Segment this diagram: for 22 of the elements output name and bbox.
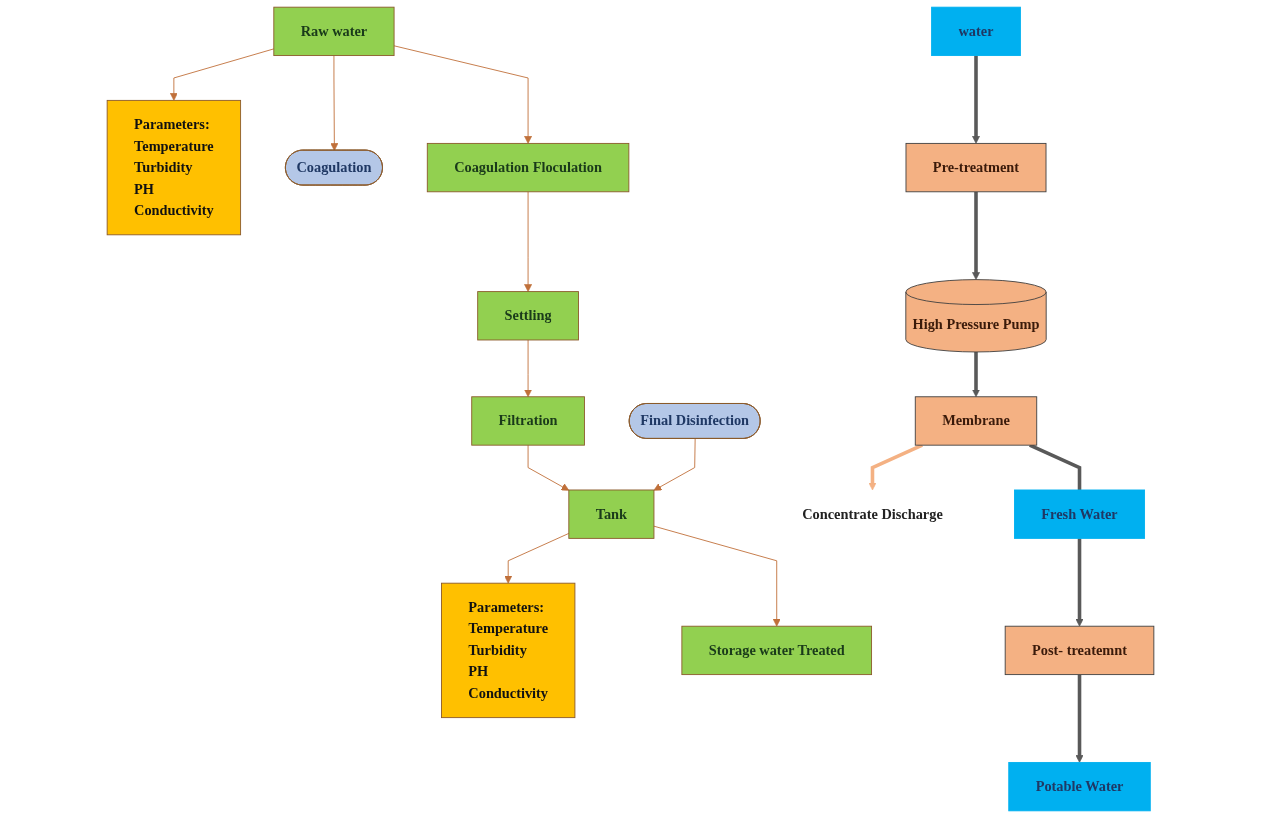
node-box: Pre-treatment	[905, 142, 1047, 193]
node-text: Concentrate Discharge	[802, 506, 943, 522]
arrow	[972, 55, 980, 144]
arrow	[1075, 538, 1084, 627]
node-box: Storage water Treated	[681, 625, 873, 676]
node-box: Potable Water	[1008, 761, 1151, 812]
node-box: water	[931, 6, 1021, 56]
arrow	[972, 191, 980, 280]
node-box: Parameters: Temperature Turbidity PH Conductivity	[106, 99, 242, 236]
node-box: Coagulation Floculation	[426, 142, 630, 193]
node-box: Parameters: Temperature Turbidity PH Conductivity	[441, 582, 576, 719]
arrow	[972, 351, 980, 398]
node-box: Filtration	[471, 396, 585, 446]
node-box: Fresh Water	[1014, 489, 1145, 539]
node-box: Settling	[477, 291, 579, 341]
arrow	[868, 443, 923, 491]
node-box: Post- treatemnt	[1004, 625, 1155, 676]
connector	[1029, 443, 1082, 490]
node-box: Membrane	[914, 396, 1038, 446]
node-box: Raw water	[273, 6, 395, 56]
arrow	[1075, 674, 1084, 763]
node-box: Tank	[568, 489, 655, 539]
